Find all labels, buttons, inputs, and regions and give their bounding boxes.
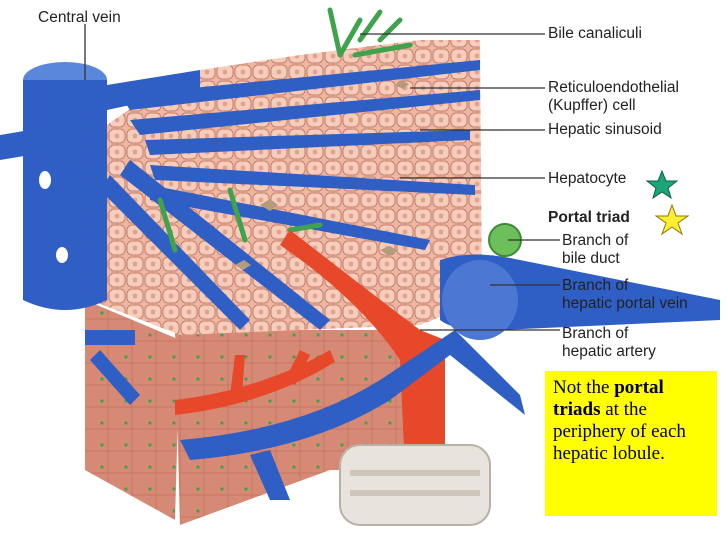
label-hepatic-sinusoid: Hepatic sinusoid — [548, 121, 662, 138]
label-bile-duct-line2: bile duct — [562, 250, 620, 267]
label-artery-line2: hepatic artery — [562, 343, 656, 360]
label-portal-vein-line2: hepatic portal vein — [562, 295, 688, 312]
label-artery-line1: Branch of — [562, 325, 629, 342]
vessel-stump — [339, 444, 491, 526]
central-vein — [0, 62, 200, 310]
note-bold-portal: portal — [614, 377, 664, 398]
hepatic-artery-branch — [175, 230, 445, 470]
label-bile-duct-line1: Branch of — [562, 232, 629, 249]
hepatocyte-star-icon — [645, 169, 679, 200]
leader-lines — [84, 24, 560, 331]
note-bold-triads: triads — [553, 399, 601, 420]
label-kupffer-line2: (Kupffer) cell — [548, 97, 636, 114]
lobule-cut-face — [85, 300, 180, 520]
bile-canaliculi — [157, 7, 413, 253]
label-portal-triad: Portal triad — [548, 209, 630, 226]
kupffer-cells — [235, 81, 409, 270]
note-text-2: at the periphery of each hepatic lobule. — [553, 399, 686, 464]
annotation-note: Not the portal triads at the periphery of… — [545, 371, 717, 516]
label-central-vein: Central vein — [38, 9, 121, 26]
label-bile-canaliculi: Bile canaliculi — [548, 25, 642, 42]
hepatic-sinusoids — [100, 60, 480, 330]
portal-vein-branch — [440, 254, 720, 340]
lower-portal-vein-branches — [85, 330, 525, 500]
label-hepatocyte: Hepatocyte — [548, 170, 627, 187]
label-kupffer-line1: Reticuloendothelial — [548, 79, 679, 96]
label-portal-vein-line1: Branch of — [562, 277, 629, 294]
note-text-1: Not the — [553, 377, 615, 398]
portal-triad-star-icon — [654, 203, 690, 236]
